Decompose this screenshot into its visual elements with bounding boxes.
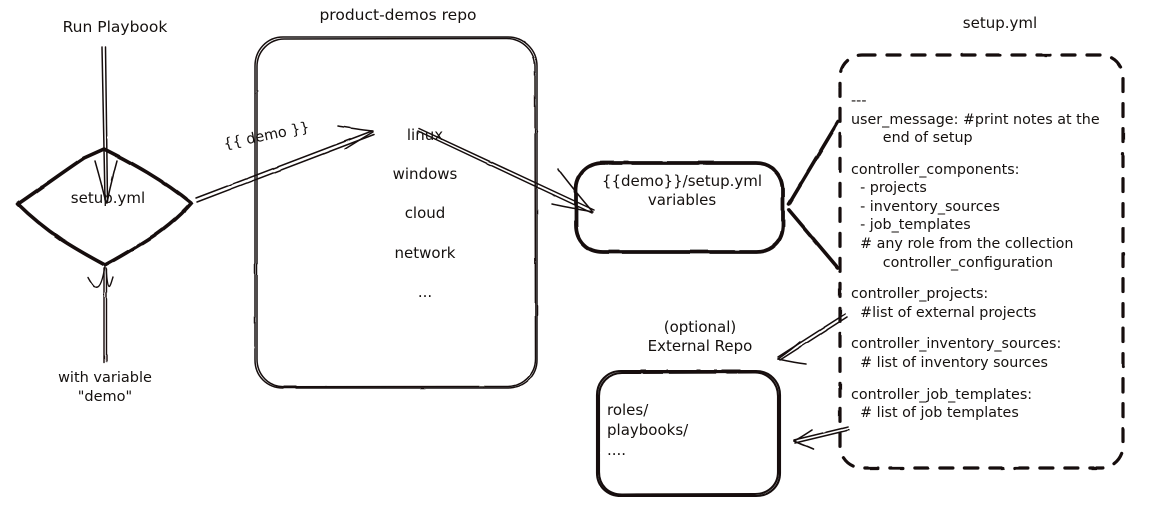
with-variable-line: "demo" bbox=[77, 388, 133, 405]
yaml-line: end of setup bbox=[851, 130, 973, 147]
yaml-line: --- bbox=[851, 93, 867, 109]
yaml-line: user_message: #print notes at the bbox=[851, 111, 1100, 128]
yaml-block: controller_components: - projects - inve… bbox=[851, 161, 1129, 272]
repo-item-linux[interactable]: linux bbox=[406, 126, 444, 144]
external-repo-entry: playbooks/ bbox=[607, 420, 689, 439]
yaml-line: controller_job_templates: bbox=[851, 386, 1033, 403]
yaml-line: - job_templates bbox=[851, 217, 971, 234]
yaml-line: - inventory_sources bbox=[851, 198, 1000, 215]
with-variable-line: with variable bbox=[58, 370, 152, 386]
yaml-line: - projects bbox=[851, 180, 927, 197]
yaml-line: # list of job templates bbox=[851, 405, 1019, 422]
yaml-line: controller_inventory_sources: bbox=[851, 336, 1062, 353]
variables-box-line: {{demo}}/setup.yml bbox=[601, 172, 763, 190]
yaml-line: controller_components: bbox=[851, 161, 1020, 178]
external-repo-entry: roles/ bbox=[607, 401, 649, 419]
demo-variable-edge-label: {{ demo }} bbox=[222, 119, 311, 153]
yaml-line: # list of inventory sources bbox=[851, 354, 1048, 371]
yaml-line: #list of external projects bbox=[851, 304, 1037, 321]
run-playbook-label: Run Playbook bbox=[62, 18, 168, 36]
repo-items-list: linux windows cloud network... bbox=[360, 126, 490, 322]
external-repo-title-line: (optional) bbox=[663, 318, 737, 336]
product-demos-repo-title: product-demos repo bbox=[319, 6, 477, 24]
setup-yml-panel-title: setup.yml bbox=[962, 14, 1038, 32]
external-repo-entry: .... bbox=[607, 440, 627, 459]
with-variable-label: with variable "demo" bbox=[30, 369, 180, 406]
external-repo-title-line: External Repo bbox=[647, 337, 753, 356]
repo-item-[interactable]: ... bbox=[417, 282, 433, 301]
repo-item-network[interactable]: network bbox=[394, 243, 456, 262]
setup-yml-decision-label: setup.yml bbox=[70, 189, 146, 207]
setup-yml-content: --- user_message: #print notes at the end… bbox=[851, 92, 1129, 436]
external-repo-title: (optional)External Repo bbox=[620, 318, 780, 356]
yaml-block: controller_projects: #list of external p… bbox=[851, 285, 1129, 322]
yaml-block: --- user_message: #print notes at the end… bbox=[851, 92, 1129, 148]
yaml-block: controller_job_templates: # list of job … bbox=[851, 386, 1129, 423]
variables-box-line: variables bbox=[647, 191, 717, 210]
yaml-line: controller_projects: bbox=[851, 286, 989, 303]
yaml-line: # any role from the collection bbox=[851, 236, 1074, 253]
external-repo-contents: roles/playbooks/.... bbox=[607, 401, 757, 460]
yaml-block: controller_inventory_sources: # list of … bbox=[851, 335, 1129, 372]
repo-item-cloud[interactable]: cloud bbox=[404, 204, 446, 223]
yaml-line: controller_configuration bbox=[851, 254, 1053, 271]
repo-item-windows[interactable]: windows bbox=[392, 165, 458, 184]
